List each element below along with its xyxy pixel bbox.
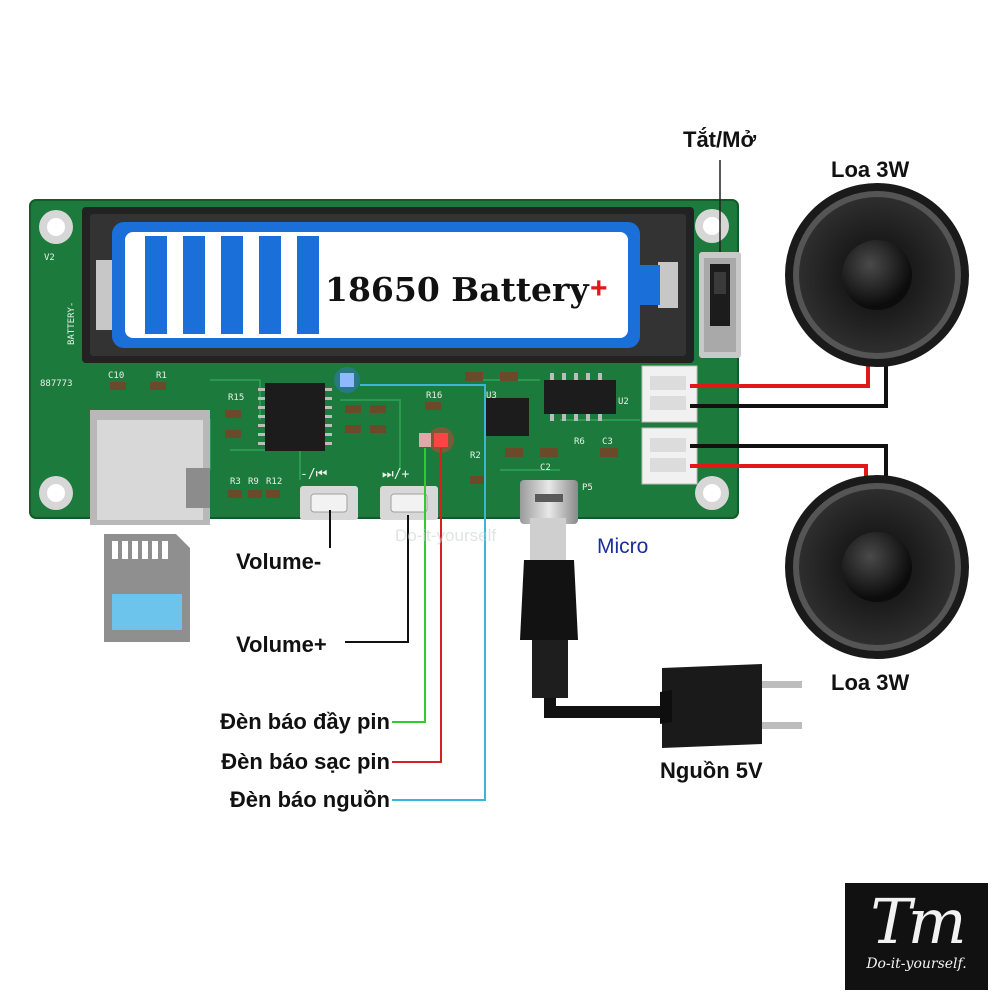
ic-chip <box>544 373 616 421</box>
speaker-bottom-label: Loa 3W <box>831 670 910 695</box>
power-led <box>334 367 360 393</box>
volume-minus-label: Volume- <box>236 549 322 574</box>
power-switch[interactable] <box>699 160 741 358</box>
mounting-hole <box>695 209 729 243</box>
pcb-label: U3 <box>486 391 497 401</box>
brand-logo: Tm Do-it-yourself. <box>845 883 988 990</box>
ic-chip <box>258 383 332 451</box>
battery-label: 18650 Battery <box>325 270 589 309</box>
watermark: Do-it-yourself <box>395 526 497 545</box>
pcb-label: R12 <box>266 477 282 487</box>
volume-down-button[interactable] <box>300 486 358 520</box>
pcb-label: R15 <box>228 393 244 403</box>
usb-cable <box>520 518 665 718</box>
micro-usb-port <box>520 480 578 524</box>
battery-plus-sign: + <box>590 272 608 305</box>
mounting-hole <box>39 210 73 244</box>
volume-plus-label: Volume+ <box>236 632 327 657</box>
sd-card-slot <box>90 410 210 525</box>
speaker-connector-top <box>641 365 698 423</box>
pcb-label-code: 887773 <box>40 379 73 389</box>
battery-level-bar <box>221 236 243 334</box>
pcb-label-v2: V2 <box>44 253 55 263</box>
sd-card-icon <box>104 534 190 642</box>
full-led <box>419 433 431 447</box>
battery-level-bar <box>259 236 281 334</box>
pcb-label: R3 <box>230 477 241 487</box>
speaker-connector-bottom <box>641 427 698 485</box>
logo-mark: Tm <box>870 885 966 958</box>
pcb-label: R2 <box>470 451 481 461</box>
volume-up-button[interactable] <box>380 486 438 520</box>
ic-chip <box>485 398 529 436</box>
vol-up-symbol: ⏭/+ <box>382 467 410 482</box>
pcb-label: C3 <box>602 437 613 447</box>
battery-level-bars <box>145 236 319 334</box>
pcb-label: R1 <box>156 371 167 381</box>
pcb-label: R9 <box>248 477 259 487</box>
speaker-top-label: Loa 3W <box>831 157 910 182</box>
led-full-label: Đèn báo đầy pin <box>220 709 390 734</box>
pcb-label: C2 <box>540 463 551 473</box>
pcb-label: U2 <box>618 397 629 407</box>
leader-lines <box>329 384 486 801</box>
led-charge-label: Đèn báo sạc pin <box>221 749 390 774</box>
switch-label: Tắt/Mở <box>683 127 757 152</box>
pcb-label: C10 <box>108 371 124 381</box>
vol-down-symbol: -/⏮ <box>300 467 328 482</box>
battery-level-bar <box>183 236 205 334</box>
mounting-hole <box>695 476 729 510</box>
battery-cell: 18650 Battery + <box>112 222 660 348</box>
speaker-top <box>785 183 969 367</box>
smd-components <box>110 372 618 498</box>
logo-tagline: Do-it-yourself. <box>866 956 967 972</box>
speaker-bottom <box>785 475 969 659</box>
charge-led <box>428 427 454 453</box>
pcb-label-battery: BATTERY- <box>67 302 77 345</box>
mounting-hole <box>39 476 73 510</box>
micro-label: Micro <box>597 535 649 558</box>
pcb-label: P5 <box>582 483 593 493</box>
battery-level-bar <box>297 236 319 334</box>
pcb-label: R16 <box>426 391 442 401</box>
power-adapter <box>660 664 802 748</box>
led-power-label: Đèn báo nguồn <box>229 787 390 812</box>
battery-level-bar <box>145 236 167 334</box>
power-label: Nguồn 5V <box>660 758 763 783</box>
pcb-label: R6 <box>574 437 585 447</box>
